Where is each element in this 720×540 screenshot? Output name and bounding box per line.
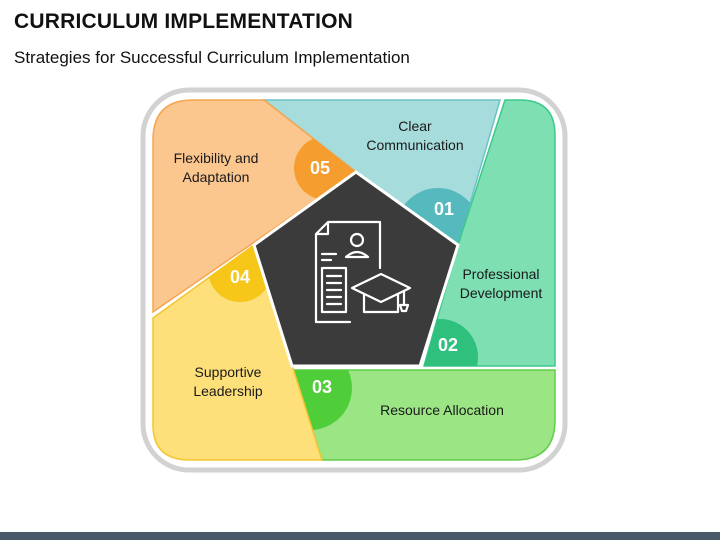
segment-05-label-line-2: Adaptation bbox=[183, 169, 250, 185]
segment-02-shape bbox=[423, 99, 556, 367]
segment-02-number: 02 bbox=[438, 335, 458, 355]
segment-04-label-line-1: Supportive bbox=[195, 364, 262, 380]
segment-03[interactable]: 03 Resource Allocation bbox=[268, 346, 556, 461]
center-pentagon bbox=[252, 170, 460, 368]
segment-03-number: 03 bbox=[312, 377, 332, 397]
page-subtitle: Strategies for Successful Curriculum Imp… bbox=[14, 48, 410, 67]
segment-02-label-line-2: Development bbox=[460, 285, 543, 301]
segment-02-badge bbox=[424, 319, 478, 366]
segment-01-number: 01 bbox=[434, 199, 454, 219]
segment-02[interactable]: 02 Professional Development bbox=[402, 99, 556, 395]
page-title: CURRICULUM IMPLEMENTATION bbox=[14, 10, 354, 33]
segment-04-label-line-2: Leadership bbox=[193, 383, 262, 399]
segment-04-shape bbox=[152, 243, 324, 461]
segment-05-number: 05 bbox=[310, 158, 330, 178]
segment-03-badge bbox=[293, 370, 352, 430]
segment-02-label-line-1: Professional bbox=[462, 266, 539, 282]
segment-03-label-line-1: Resource Allocation bbox=[380, 402, 504, 418]
bottom-bar bbox=[0, 532, 720, 540]
segment-01-label-line-2: Communication bbox=[366, 137, 463, 153]
segment-03-shape bbox=[291, 369, 556, 461]
segment-01-label-line-1: Clear bbox=[398, 118, 432, 134]
document-graduation-cap-icon bbox=[314, 220, 412, 324]
segment-05-label-line-1: Flexibility and bbox=[174, 150, 259, 166]
segment-04-number: 04 bbox=[230, 267, 250, 287]
center-pentagon-shape bbox=[252, 170, 460, 368]
